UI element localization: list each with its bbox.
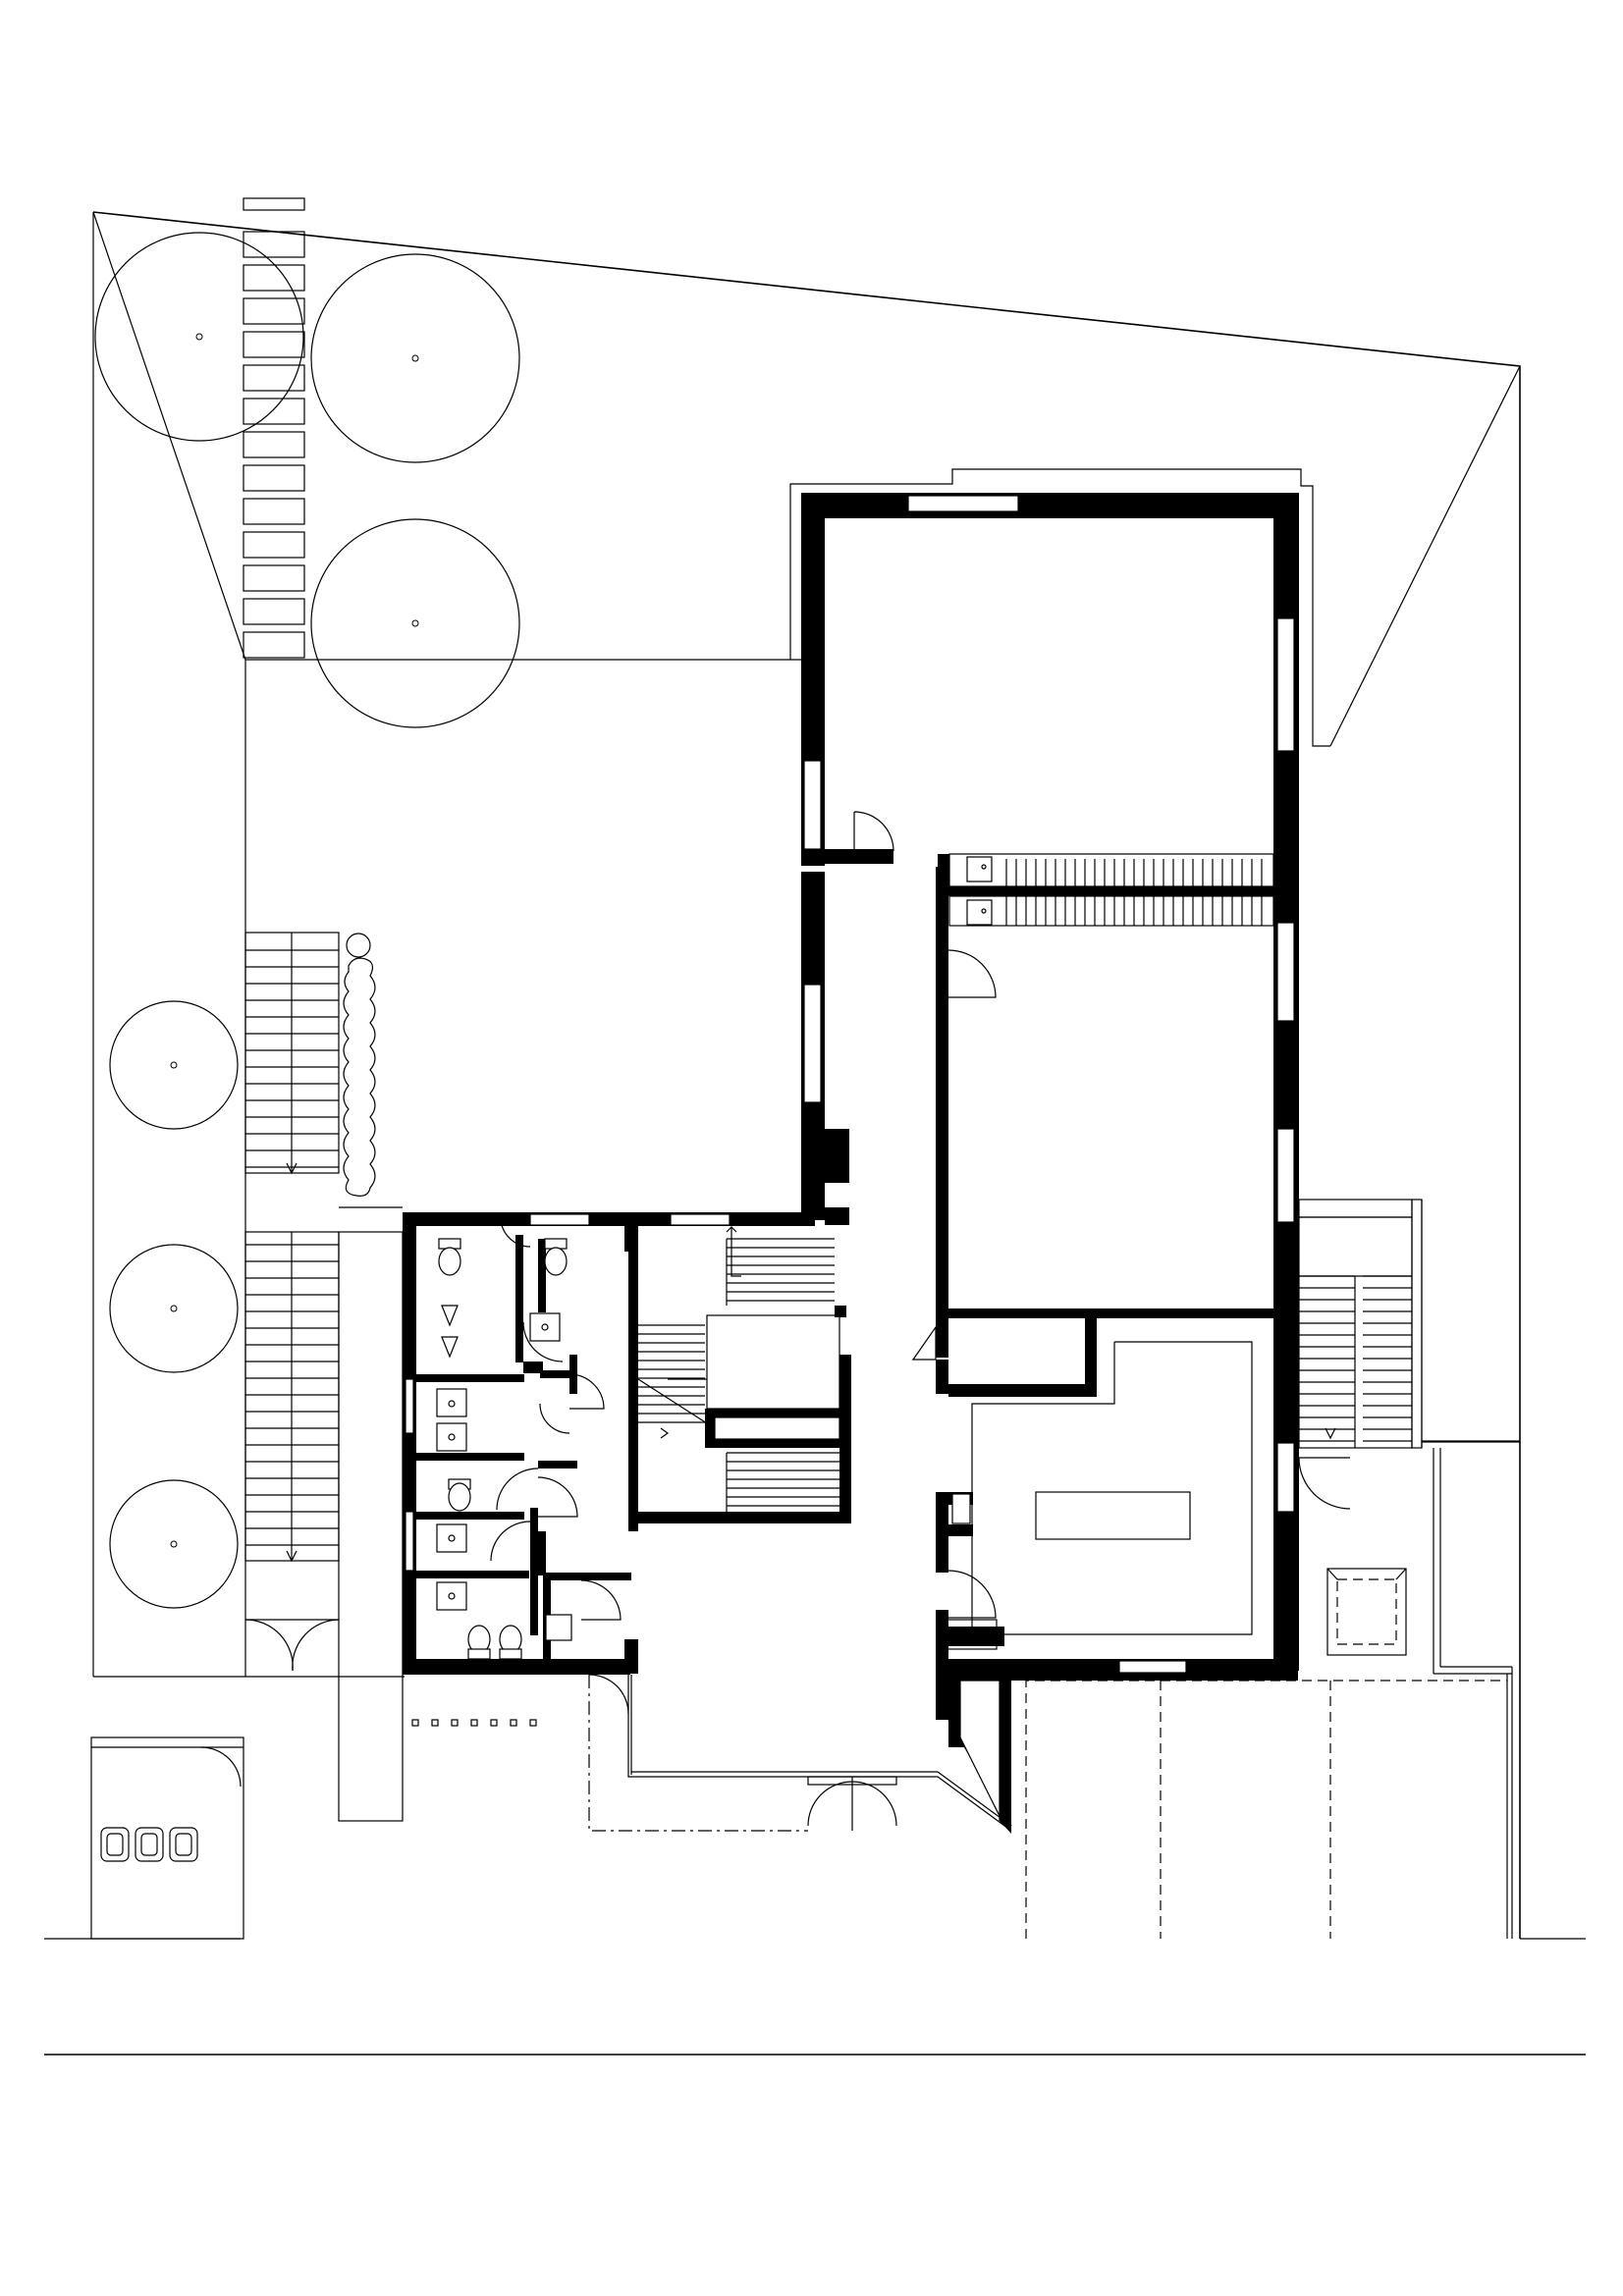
bollard — [529, 1719, 537, 1727]
sink-icon — [966, 856, 993, 882]
toilet-icon — [467, 1625, 491, 1660]
stepping-stone — [243, 564, 305, 592]
toilet-icon — [544, 1238, 568, 1276]
building-walls — [403, 468, 1330, 1747]
waste-bin-icon — [135, 1827, 164, 1862]
parking-bays — [1025, 1680, 1507, 1939]
stepping-stone — [243, 631, 305, 659]
misc-walls — [835, 1306, 998, 1650]
tree-icon — [310, 518, 520, 728]
bollard — [490, 1719, 498, 1727]
bollard — [411, 1719, 419, 1727]
sink-icon — [545, 1614, 572, 1641]
stepping-stone — [243, 531, 305, 559]
toilet-icon — [438, 1238, 461, 1276]
skylight-box — [1326, 1568, 1407, 1656]
tree-icon — [109, 1000, 239, 1130]
sink-icon — [436, 1388, 467, 1417]
sink-icon — [436, 1581, 467, 1611]
sink-icon — [966, 899, 993, 926]
urinal-icon — [441, 1336, 459, 1359]
stepping-stone — [243, 231, 305, 258]
stepping-stone — [243, 598, 305, 625]
side-path — [338, 1206, 404, 1822]
stepping-stone — [243, 297, 305, 325]
bollard — [431, 1719, 439, 1727]
tree-icon — [94, 232, 304, 442]
tree-icon — [310, 253, 520, 463]
toilet-icon — [448, 1478, 471, 1512]
interior-stair-hall — [637, 1226, 845, 1512]
stepping-stone-path — [243, 197, 305, 659]
stepping-stone — [243, 331, 305, 358]
bollard — [510, 1719, 517, 1727]
tree-group — [94, 232, 520, 1609]
entrance-door — [807, 1776, 897, 1831]
room-east-lower — [951, 1341, 1253, 1635]
bollard — [470, 1719, 478, 1727]
door-swing — [1298, 1457, 1351, 1510]
interior-stair-north — [948, 853, 1274, 927]
stepping-stone — [243, 398, 305, 425]
tree-icon — [109, 1244, 239, 1373]
window-group — [405, 495, 1295, 1674]
sink-icon — [436, 1523, 467, 1553]
urinal-icon — [441, 1305, 459, 1327]
exterior-stair-east — [1298, 1199, 1521, 1939]
stepping-stone — [243, 364, 305, 392]
stepping-stone — [243, 431, 305, 458]
site-boundary — [44, 211, 1586, 2056]
waste-bin-icon — [169, 1827, 198, 1862]
bollard — [451, 1719, 459, 1727]
waste-bin-icon — [100, 1827, 130, 1862]
stepping-stone — [243, 498, 305, 525]
stepping-stone — [243, 264, 305, 292]
bollard-row — [411, 1719, 537, 1727]
garden-gate — [244, 1619, 340, 1672]
table — [1035, 1491, 1191, 1540]
outdoor-stair-lower — [244, 1231, 340, 1563]
entrance-canopy — [588, 1669, 1012, 1834]
outdoor-stair-upper — [244, 932, 340, 1175]
door-group — [490, 811, 997, 1621]
bin-store — [90, 1736, 244, 1940]
tree-icon — [109, 1479, 239, 1609]
sink-icon — [529, 1312, 561, 1342]
stepping-stone — [243, 197, 305, 211]
toilet-icon — [499, 1625, 522, 1660]
sanitary-fixtures — [436, 1238, 572, 1660]
planter-shrub — [343, 933, 376, 1197]
sink-icon — [436, 1422, 467, 1452]
stepping-stone — [243, 464, 305, 492]
